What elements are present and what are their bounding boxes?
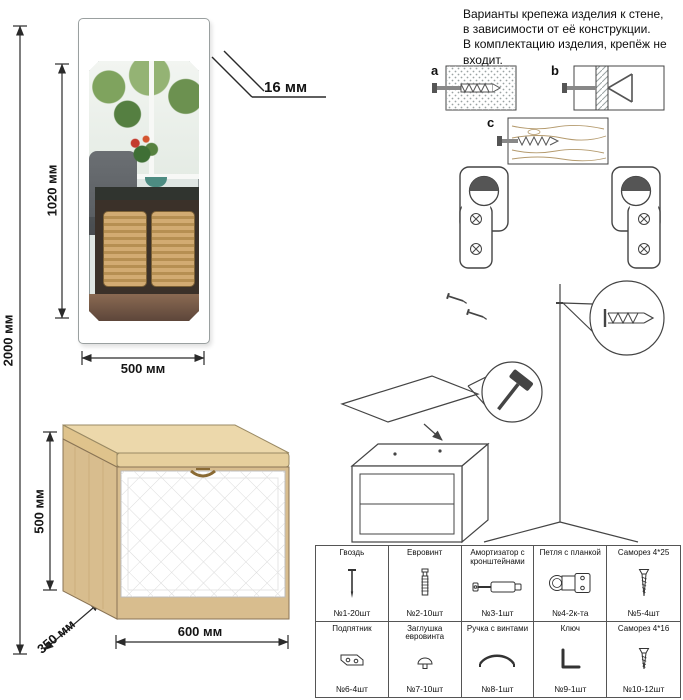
wall-variant-b-label: b: [551, 63, 559, 78]
back-panel: [340, 375, 480, 423]
part-name: Саморез 4*16: [617, 623, 670, 633]
part-name: Евровинт: [407, 548, 443, 557]
hammer-detail: [481, 361, 543, 423]
hardware-parts-table: Гвоздь №1-20шт Евровинт №2-10шт Амортиза…: [315, 545, 681, 698]
nail-icon: [346, 558, 358, 608]
dim-mirror-height: 1020 мм: [44, 164, 60, 217]
mounting-note-line: В комплектацию изделия, крепёж не: [463, 37, 667, 52]
mirror-reflection-flowers: [125, 133, 159, 167]
wall-variant-a-label: a: [431, 63, 439, 78]
mounting-note-line: входит.: [463, 52, 503, 67]
wood-grain-lines: [74, 447, 104, 609]
hammer-icon: [497, 369, 533, 411]
wall-mounting-scene: [340, 280, 665, 544]
dim-mirror-width: 500 мм: [120, 361, 166, 376]
dim-cabinet-height: 500 мм: [31, 489, 47, 534]
part-name: Амортизатор с кронштейнами: [470, 548, 525, 566]
screw-detail-magnifier: [589, 280, 665, 356]
mounting-note: Варианты крепежа изделия к стене, в зави…: [463, 7, 683, 68]
keyhole-bracket-right: [611, 166, 661, 269]
hex-key-icon: [558, 633, 582, 684]
part-name: Ручка с винтами: [466, 623, 529, 633]
dim-mirror-thickness: 16 мм: [264, 79, 308, 96]
part-qty: №1-20шт: [333, 607, 371, 618]
placement-arrow: [423, 423, 443, 441]
mirror-reflection-basket: [103, 211, 147, 287]
part-qty: №7-10шт: [406, 684, 444, 694]
wall-corner-lines: [483, 284, 639, 543]
magnifier-leaders: [562, 302, 594, 333]
hammer-leaders: [467, 376, 487, 407]
part-qty: №6-4шт: [335, 684, 368, 694]
part-qty: №8-1шт: [481, 684, 514, 694]
part-qty: №4-2к-та: [552, 607, 589, 618]
part-name: Саморез 4*25: [617, 548, 670, 557]
part-name: Петля с планкой: [539, 548, 601, 557]
part-qty: №5-4шт: [627, 607, 660, 618]
dim-total-height: 2000 мм: [0, 314, 16, 367]
part-name: Заглушка евровинта: [405, 623, 445, 642]
bench-side-panel: [62, 438, 118, 620]
part-cell: Саморез 4*16 №10-12шт: [607, 622, 680, 698]
gas-lift-icon: [472, 567, 522, 608]
shoe-bench-drawing: [62, 424, 290, 620]
window-sill: [89, 174, 199, 179]
mirror-reflection-table: [95, 187, 199, 200]
part-name: Подпятник: [332, 623, 372, 633]
door-inner-border: [127, 477, 279, 591]
handle-icon: [477, 633, 517, 684]
part-cell: Заглушка евровинта №7-10шт: [389, 621, 462, 697]
mirror-reflection-bowl: [145, 177, 167, 187]
mirror-reflection-basket: [151, 211, 195, 287]
part-cell: Подпятник №6-4шт: [316, 621, 389, 697]
window-frame-bar: [149, 61, 154, 179]
bench-cushion-front: [116, 452, 290, 468]
part-qty: №10-12шт: [622, 684, 665, 694]
screw-icon: [446, 292, 467, 304]
dim-cabinet-width: 600 мм: [177, 624, 223, 639]
wall-type-b-diagram: [562, 65, 665, 111]
part-cell: Амортизатор с кронштейнами №3-1шт: [461, 546, 535, 622]
confirmat-screw-icon: [419, 558, 431, 608]
mounting-note-line: в зависимости от её конструкции.: [463, 22, 651, 37]
part-cell: Евровинт №2-10шт: [388, 546, 462, 622]
part-name: Гвоздь: [339, 548, 365, 557]
door-handle-icon: [190, 468, 216, 478]
dowel-anchor-icon: [432, 82, 502, 94]
part-cell: Гвоздь №1-20шт: [316, 546, 389, 622]
door-diamond-pattern: [121, 471, 285, 597]
part-cell: Ключ №9-1шт: [534, 621, 608, 697]
screw-icon: [466, 308, 487, 320]
wall-type-a-diagram: [432, 65, 517, 111]
butterfly-anchor-icon: [562, 73, 633, 103]
screw-4x25-icon: [638, 558, 650, 608]
screw-cap-icon: [416, 642, 434, 684]
wall-mirror-drawing: [78, 18, 210, 344]
wood-grain: [511, 124, 607, 162]
cabinet-drawing: [350, 442, 490, 544]
wall-type-c-diagram: [497, 117, 609, 165]
wall-variant-c-label: c: [487, 115, 495, 130]
thickness-callout: [211, 50, 326, 98]
part-qty: №2-10шт: [406, 607, 444, 618]
part-cell: Ручка с винтами №8-1шт: [462, 621, 535, 697]
part-qty: №9-1шт: [554, 684, 587, 694]
screw-4x16-icon: [638, 633, 650, 684]
part-qty: №3-1шт: [481, 607, 514, 618]
hinge-icon: [548, 558, 592, 608]
keyhole-bracket-left: [459, 166, 509, 269]
part-cell: Саморез 4*25 №5-4шт: [607, 546, 680, 622]
hanging-brackets-drawing: [459, 166, 661, 269]
wood-screw-icon: [497, 135, 560, 147]
part-cell: Петля с планкой №4-2к-та: [534, 546, 608, 622]
mirror-reflection-floor: [89, 294, 199, 321]
mounting-note-line: Варианты крепежа изделия к стене,: [463, 7, 664, 21]
mirror-glass: [89, 61, 199, 321]
foot-glide-icon: [338, 633, 366, 684]
part-name: Ключ: [560, 623, 580, 633]
